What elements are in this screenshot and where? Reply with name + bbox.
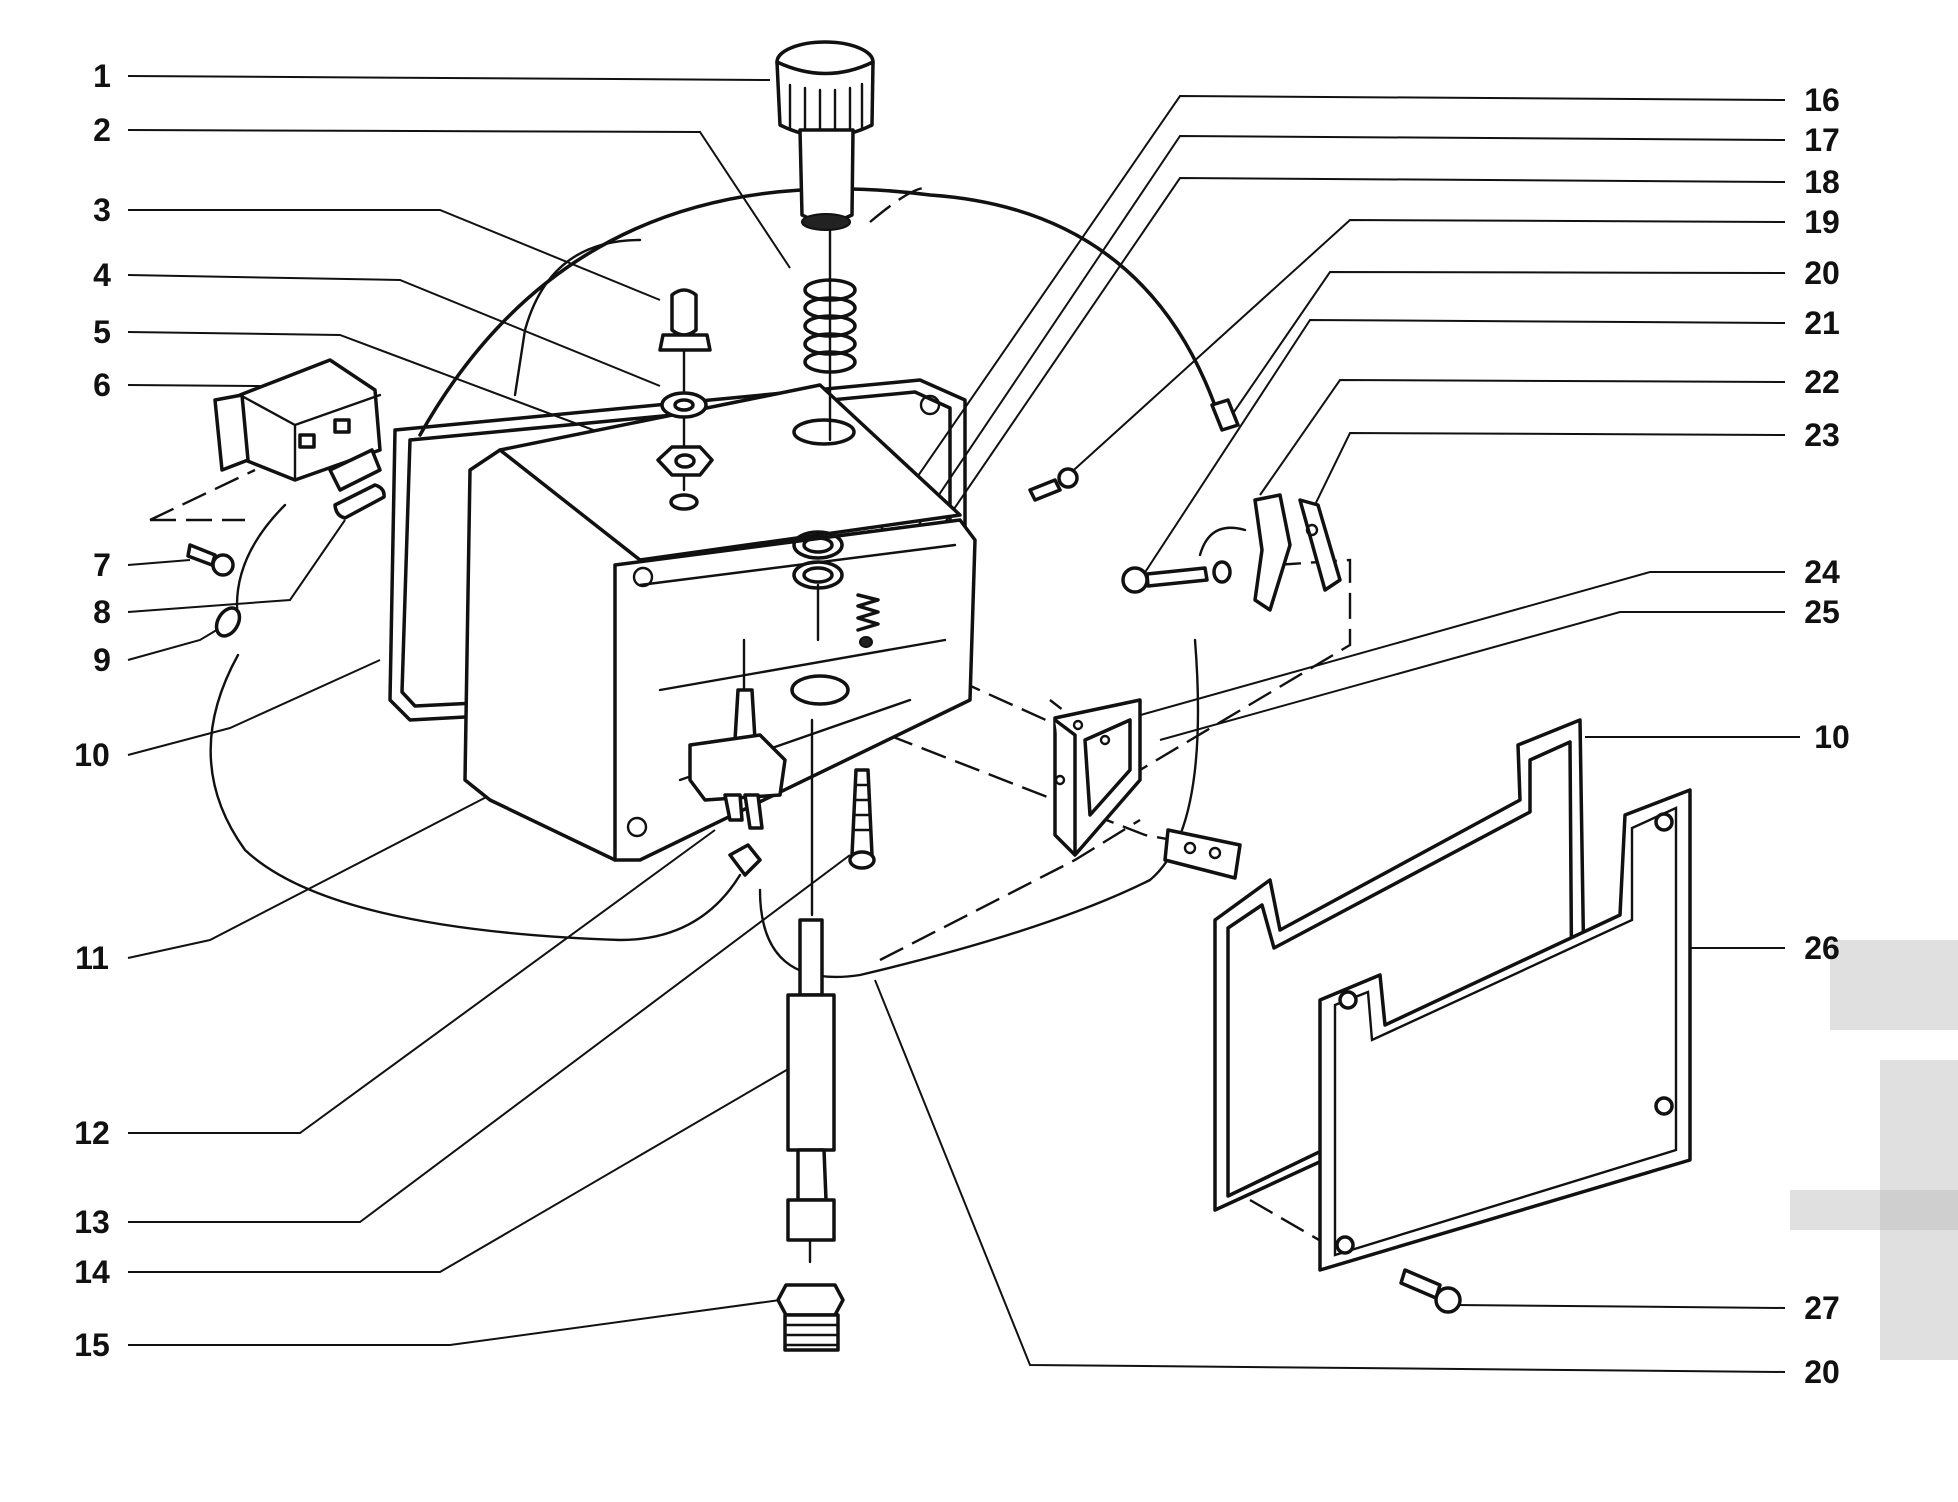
relay-block (213, 358, 382, 492)
terminal-plate-23 (1298, 498, 1342, 592)
ring-terminal (214, 606, 242, 638)
callout-15: 15 (74, 1327, 110, 1363)
callout-9: 9 (93, 642, 111, 678)
tube-assembly (786, 718, 836, 1264)
callout-13: 13 (74, 1204, 110, 1240)
callout-14: 14 (74, 1254, 110, 1290)
bolt-21 (1121, 560, 1232, 594)
callout-1: 1 (93, 58, 111, 94)
bracket-24 (1053, 698, 1142, 857)
callout-8: 8 (93, 594, 111, 630)
callout-24: 24 (1804, 554, 1840, 590)
knurled-knob (775, 40, 875, 231)
callout-25: 25 (1804, 594, 1840, 630)
cover-screw (1399, 1268, 1462, 1314)
o-rings (790, 530, 880, 706)
callout-19: 19 (1804, 204, 1840, 240)
callout-22: 22 (1804, 364, 1840, 400)
callout-20-lower: 20 (1804, 1354, 1840, 1390)
callout-11: 11 (75, 940, 109, 976)
screw-7 (186, 543, 235, 577)
callout-2: 2 (93, 112, 111, 148)
callout-12: 12 (74, 1115, 110, 1151)
callout-10-right: 10 (1814, 719, 1850, 755)
callout-4: 4 (93, 257, 111, 293)
callout-6: 6 (93, 367, 111, 403)
scan-noise (1790, 940, 1958, 1360)
screw-19 (1028, 467, 1079, 502)
callout-26: 26 (1804, 930, 1840, 966)
fuse (333, 483, 386, 520)
callout-5: 5 (93, 314, 111, 350)
wire-terminal-20 (1210, 398, 1240, 432)
callout-16: 16 (1804, 82, 1840, 118)
toggle-pin-stack (656, 288, 714, 511)
wires (209, 187, 1222, 979)
callout-7: 7 (93, 547, 111, 583)
callout-27: 27 (1804, 1290, 1840, 1326)
callouts-left: 1 2 3 4 5 6 7 8 9 10 11 12 13 14 15 (74, 58, 111, 1363)
threaded-fitting (776, 1283, 845, 1352)
callout-20-upper: 20 (1804, 255, 1840, 291)
cover-plate (1318, 788, 1692, 1272)
bolt-13 (848, 768, 876, 870)
spring (792, 228, 857, 446)
callout-23: 23 (1804, 417, 1840, 453)
terminal-block-25 (1163, 828, 1242, 880)
clamp-22 (1198, 493, 1292, 612)
callout-3: 3 (93, 192, 111, 228)
callout-21: 21 (1804, 305, 1840, 341)
toggle-switch (688, 638, 787, 877)
callouts-right: 16 17 18 19 20 21 22 23 24 25 10 26 27 2… (1804, 82, 1850, 1390)
callout-10: 10 (74, 737, 110, 773)
callout-17: 17 (1804, 122, 1840, 158)
callout-18: 18 (1804, 164, 1840, 200)
